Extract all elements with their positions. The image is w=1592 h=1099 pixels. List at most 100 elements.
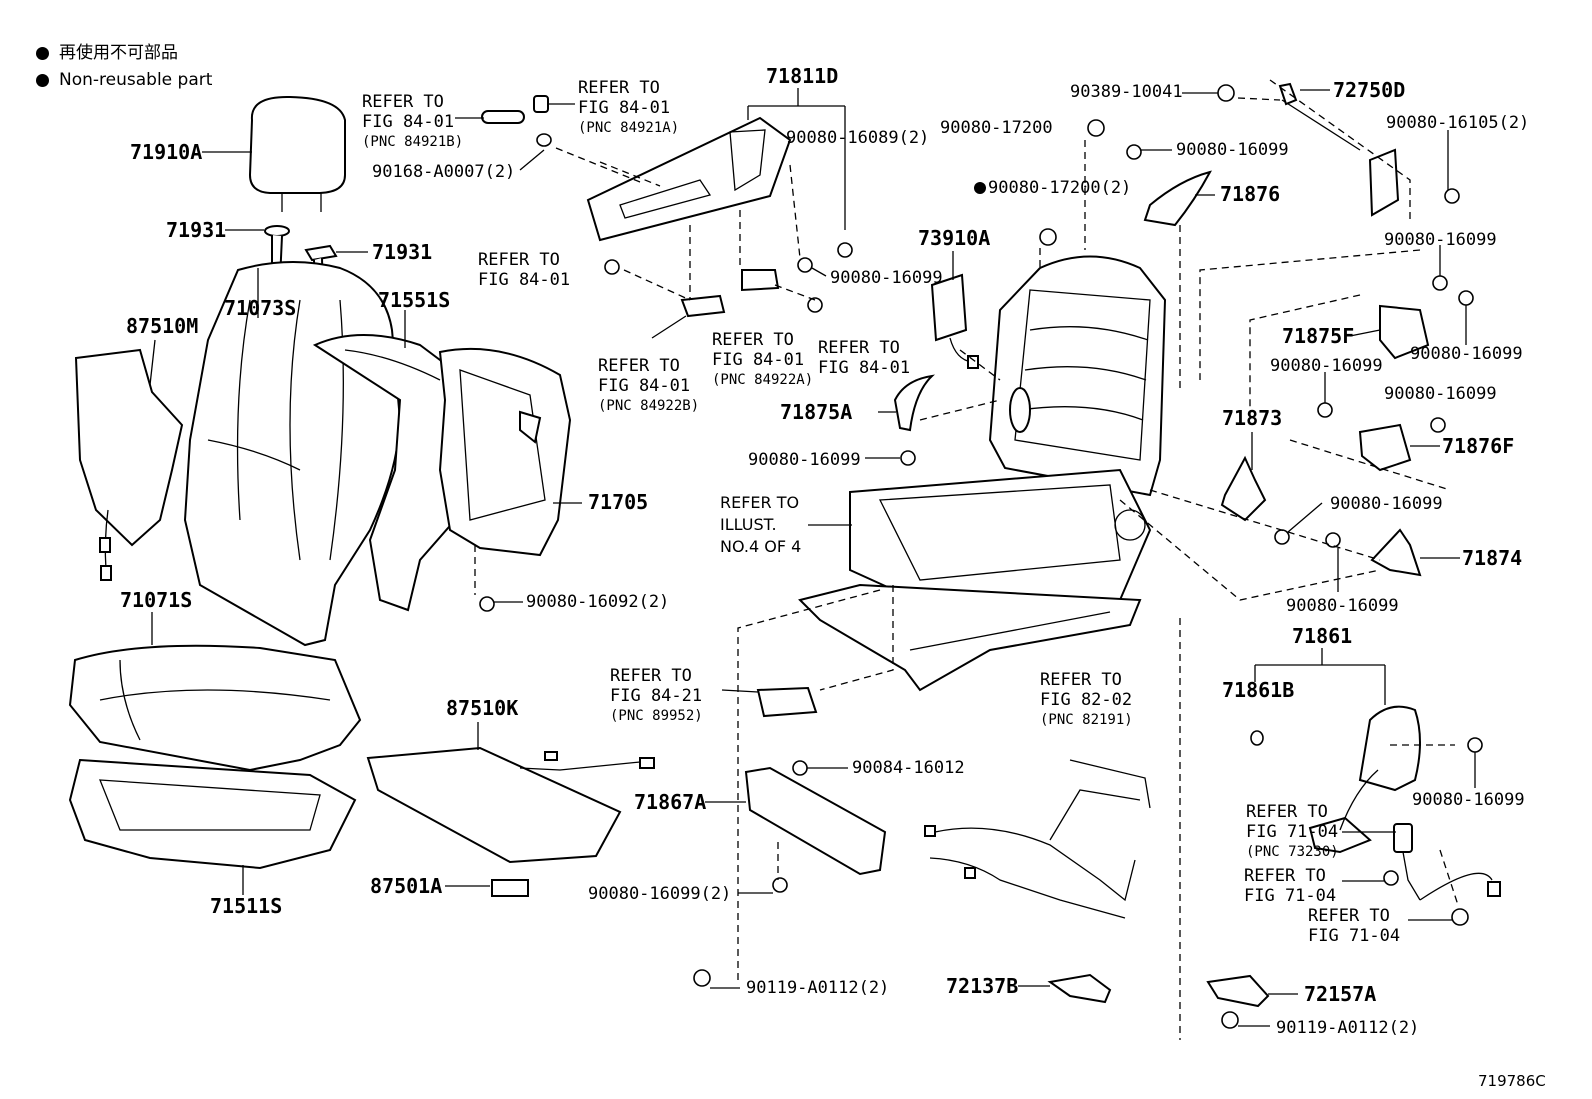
fastener-label: 90080-16089(2): [786, 128, 930, 148]
hinge-cover-71876: [1143, 170, 1215, 227]
non-reusable-dot-icon: [36, 74, 49, 87]
refer-callout: REFER TO FIG 84-01: [818, 338, 910, 378]
fastener-label: 90080-16099: [1176, 140, 1289, 160]
refer-callout: REFER TO FIG 84-01 (PNC 84921A): [578, 78, 679, 138]
legend-row-jp: 再使用不可部品: [36, 40, 212, 67]
refer-callout: REFER TO FIG 84-21 (PNC 89952): [610, 666, 703, 726]
legend-row-en: Non-reusable part: [36, 67, 212, 94]
fastener-label: 90080-16099: [748, 450, 861, 470]
part-label: 73910A: [918, 226, 991, 250]
power-switch-2: [651, 269, 780, 339]
fastener-label: 90080-16099(2): [588, 884, 732, 904]
fastener-label: 90080-16092(2): [526, 592, 670, 612]
assembly-lines: [474, 79, 1459, 1040]
part-label: 71931: [372, 240, 433, 264]
clip-72137B: [1018, 973, 1112, 1004]
switch-knob-1: [455, 95, 575, 124]
part-label: 71875A: [780, 400, 853, 424]
legend: 再使用不可部品 Non-reusable part: [36, 40, 212, 94]
non-reusable-dot-icon: [36, 47, 49, 60]
refer-callout: REFER TO ILLUST. NO.4 OF 4: [720, 492, 801, 558]
refer-line: ILLUST.: [720, 515, 777, 534]
refer-line: FIG 84-01: [818, 358, 911, 378]
refer-line: FIG 84-01: [598, 376, 691, 396]
fastener-label-non-reusable: 90080-17200(2): [974, 178, 1131, 198]
heater-module: [445, 879, 529, 897]
refer-line: (PNC 84922B): [598, 398, 700, 414]
part-label: 71551S: [378, 288, 451, 312]
refer-line: REFER TO: [362, 92, 444, 112]
non-reusable-dot-icon: [974, 182, 986, 194]
refer-line: FIG 82-02: [1040, 690, 1133, 710]
seat-cushion-cover: [68, 612, 362, 772]
fastener-label: 90119-A0112(2): [746, 978, 890, 998]
part-label: 71071S: [120, 588, 193, 612]
bracket-71874: [1370, 528, 1460, 577]
refer-line: REFER TO: [712, 330, 794, 350]
refer-callout: REFER TO FIG 71-04: [1244, 866, 1336, 906]
hinge-cover-outer-f: [1358, 423, 1440, 472]
refer-line: REFER TO: [1040, 670, 1122, 690]
refer-line: NO.4 OF 4: [720, 537, 802, 556]
fastener-label: 90080-16099: [1330, 494, 1443, 514]
part-label: 71931: [166, 218, 227, 242]
bracket-71873: [1220, 432, 1267, 522]
refer-line: (PNC 82191): [1040, 712, 1133, 728]
refer-line: (PNC 89952): [610, 708, 703, 724]
fastener-label: 90389-10041: [1070, 82, 1183, 102]
refer-line: REFER TO: [1246, 802, 1328, 822]
refer-line: FIG 84-01: [478, 270, 571, 290]
part-label: 87501A: [370, 874, 443, 898]
headrest: [202, 95, 346, 212]
refer-line: REFER TO: [610, 666, 692, 686]
cushion-heater-pad: [366, 722, 655, 864]
clip-72157A: [1206, 974, 1298, 1008]
refer-callout: REFER TO FIG 82-02 (PNC 82191): [1040, 670, 1133, 730]
fastener-label: 90080-16099: [830, 268, 943, 288]
part-label: 71511S: [210, 894, 283, 918]
seat-cushion-pad: [68, 758, 357, 895]
refer-line: (PNC 84921B): [362, 134, 464, 150]
hinge-cover-inner-a: [878, 374, 936, 432]
fastener-label: 90080-16099: [1270, 356, 1383, 376]
part-label: 71876: [1220, 182, 1281, 206]
refer-callout: REFER TO FIG 71-04 (PNC 73230): [1246, 802, 1339, 862]
refer-line: FIG 84-01: [362, 112, 455, 132]
refer-line: REFER TO: [578, 78, 660, 98]
figure-id: 719786C: [1478, 1072, 1546, 1090]
refer-callout: REFER TO FIG 84-01 (PNC 84922A): [712, 330, 813, 390]
fastener-label-text: 90080-17200(2): [988, 178, 1132, 198]
part-label: 71910A: [130, 140, 203, 164]
seatback-heater-pad: [74, 339, 184, 581]
legend-text-jp: 再使用不可部品: [59, 43, 178, 63]
side-shield: [586, 88, 846, 242]
refer-line: FIG 71-04: [1308, 926, 1401, 946]
refer-line: FIG 84-21: [610, 686, 703, 706]
part-label: 71874: [1462, 546, 1523, 570]
fastener-label: 90080-16099: [1286, 596, 1399, 616]
legend-text-en: Non-reusable part: [59, 70, 213, 90]
part-label: 71811D: [766, 64, 839, 88]
refer-line: (PNC 84922A): [712, 372, 814, 388]
refer-line: REFER TO: [478, 250, 560, 270]
power-seat-switch: [721, 686, 818, 718]
seat-belt-buckle: [1342, 823, 1501, 926]
part-label: 72750D: [1333, 78, 1406, 102]
refer-line: FIG 71-04: [1246, 822, 1339, 842]
refer-line: FIG 84-01: [578, 98, 671, 118]
refer-line: REFER TO: [720, 493, 800, 512]
part-label: 71873: [1222, 406, 1283, 430]
part-label: 71867A: [634, 790, 707, 814]
front-trim-panel: [705, 766, 887, 876]
seat-frame: [798, 255, 1167, 692]
part-label: 87510K: [446, 696, 519, 720]
fastener-label: 90084-16012: [852, 758, 965, 778]
refer-line: FIG 84-01: [712, 350, 805, 370]
fastener-label: 90080-16099: [1412, 790, 1525, 810]
refer-line: (PNC 84921A): [578, 120, 680, 136]
refer-callout: REFER TO FIG 71-04: [1308, 906, 1400, 946]
fastener-label: 90080-16099: [1384, 384, 1497, 404]
fastener-label: 90168-A0007(2): [372, 162, 516, 182]
bolts: [479, 84, 1483, 1029]
